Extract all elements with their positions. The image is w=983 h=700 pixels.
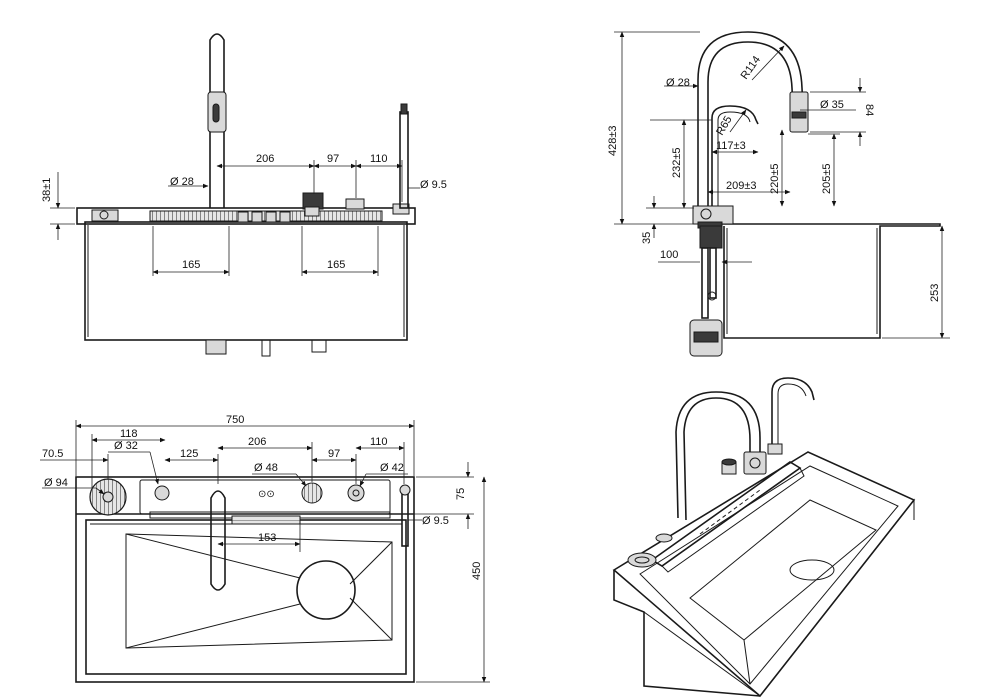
side-dim-253: 253 bbox=[929, 284, 941, 302]
top-dim-70-5: 70.5 bbox=[42, 448, 63, 460]
iso-faucet bbox=[675, 391, 767, 521]
top-dim-dia-32: Ø 32 bbox=[114, 440, 138, 452]
front-view: 38±1 Ø 28 206 97 110 Ø 9.5 165 165 bbox=[41, 33, 447, 357]
front-dim-height: 38±1 bbox=[41, 178, 53, 202]
side-dim-205: 205±5 bbox=[821, 163, 833, 194]
iso-drain bbox=[789, 559, 835, 581]
side-dim-100: 100 bbox=[660, 249, 678, 261]
top-dim-dia-9-5: Ø 9.5 bbox=[422, 515, 449, 527]
side-dim-total-height: 428±3 bbox=[607, 125, 619, 156]
front-soap-dispenser bbox=[399, 103, 409, 209]
svg-text:⊙⊙: ⊙⊙ bbox=[258, 489, 275, 500]
front-dim-left-165: 165 bbox=[182, 259, 200, 271]
top-dim-450: 450 bbox=[471, 562, 483, 580]
top-dim-153: 153 bbox=[258, 532, 276, 544]
top-dim-750: 750 bbox=[226, 414, 244, 426]
top-dim-125: 125 bbox=[180, 448, 198, 460]
side-dim-117: 117±3 bbox=[716, 140, 746, 152]
side-dim-dia-35: Ø 35 bbox=[820, 99, 844, 111]
side-under-plumbing bbox=[689, 225, 723, 357]
front-cup-washer bbox=[91, 209, 119, 222]
side-faucet bbox=[697, 31, 809, 210]
side-basin bbox=[720, 223, 941, 339]
top-dim-dia-42: Ø 42 bbox=[380, 462, 404, 474]
front-basin-body bbox=[84, 221, 408, 341]
top-hole-32 bbox=[154, 485, 170, 501]
top-basin bbox=[85, 519, 407, 675]
front-dim-97: 97 bbox=[327, 153, 339, 165]
top-dim-110: 110 bbox=[370, 436, 388, 448]
top-faucet bbox=[210, 490, 226, 591]
side-dim-220: 220±5 bbox=[769, 163, 781, 194]
top-dim-97: 97 bbox=[328, 448, 340, 460]
front-dim-side-dia: Ø 9.5 bbox=[420, 179, 447, 191]
front-dim-206: 206 bbox=[256, 153, 274, 165]
top-hole-48 bbox=[301, 482, 323, 504]
side-dim-35: 35 bbox=[641, 232, 653, 244]
front-drain bbox=[205, 339, 227, 355]
top-drain bbox=[296, 560, 356, 620]
side-dim-84: 84 bbox=[863, 104, 875, 116]
side-dim-r65: R65 bbox=[714, 114, 734, 137]
side-dim-232: 232±5 bbox=[671, 147, 683, 178]
iso-rail bbox=[650, 461, 802, 567]
front-dim-faucet-dia: Ø 28 bbox=[170, 176, 194, 188]
iso-filter-faucet bbox=[767, 377, 815, 455]
top-outer-rim bbox=[75, 476, 415, 683]
front-dim-right-165: 165 bbox=[327, 259, 345, 271]
top-dim-dia-48: Ø 48 bbox=[254, 462, 278, 474]
top-dim-dia-94: Ø 94 bbox=[44, 477, 68, 489]
iso-cup-washer bbox=[627, 552, 657, 568]
side-view: 428±3 Ø 28 R114 R65 Ø 35 84 117±3 232±5 … bbox=[607, 31, 950, 357]
iso-rim bbox=[612, 451, 916, 698]
front-faucet bbox=[207, 33, 227, 208]
top-view: ⊙⊙ 750 118 70.5 Ø 32 125 206 1 bbox=[40, 414, 490, 683]
side-dim-209: 209±3 bbox=[726, 180, 757, 192]
side-deck-fitting bbox=[692, 205, 734, 225]
front-dim-110: 110 bbox=[370, 153, 388, 165]
isometric-view bbox=[612, 377, 916, 698]
side-dim-dia-28: Ø 28 bbox=[666, 77, 690, 89]
top-dim-75: 75 bbox=[455, 488, 467, 500]
front-deck bbox=[76, 207, 416, 225]
top-hole-42 bbox=[347, 484, 365, 502]
top-dim-206: 206 bbox=[248, 436, 266, 448]
top-dim-118: 118 bbox=[120, 428, 138, 440]
side-dim-r114: R114 bbox=[739, 54, 763, 82]
front-knob bbox=[345, 198, 365, 210]
